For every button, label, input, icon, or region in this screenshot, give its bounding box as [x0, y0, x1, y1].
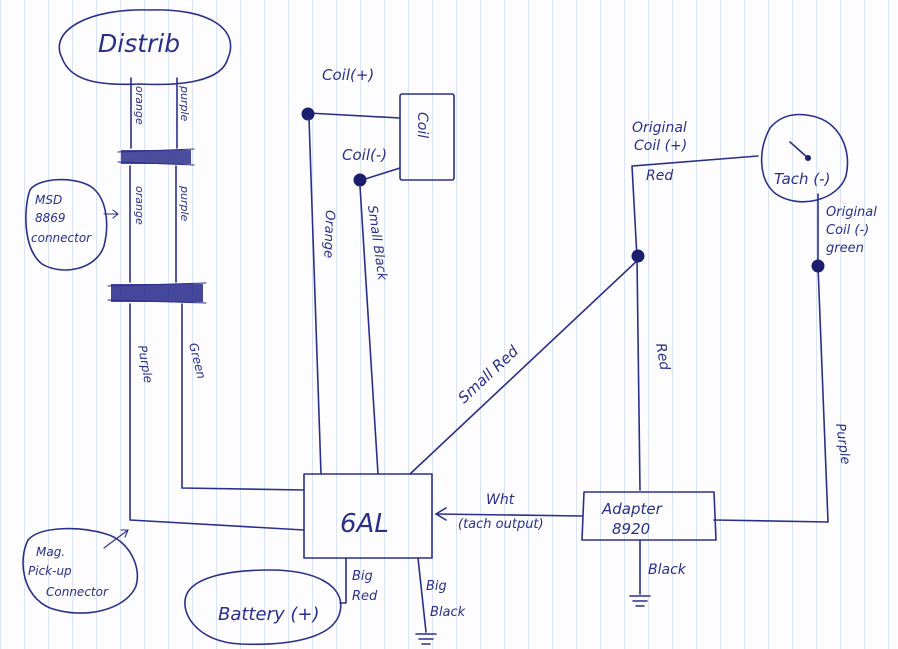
- orange-wire-label-top: orange: [133, 86, 146, 125]
- tach-bubble: [760, 113, 849, 203]
- distrib-label: Distrib: [98, 29, 180, 58]
- msd-connector-bubble: [25, 178, 108, 271]
- wht-label: Wht: [486, 492, 515, 508]
- orange-wire-label-mid: orange: [133, 186, 146, 225]
- big-black-label-1: Big: [426, 579, 447, 594]
- ground-symbol-adapter: [629, 595, 651, 607]
- tach-output-label: (tach output): [458, 517, 544, 532]
- small-red-wire: [409, 257, 641, 475]
- wht-arrowhead: [435, 507, 447, 521]
- coil-neg-terminal: [353, 173, 367, 187]
- connector-band-lower: [107, 282, 207, 304]
- coil-neg-wire: [361, 167, 401, 181]
- adapter-box: [581, 491, 717, 541]
- tach-needle-icon: [789, 141, 809, 159]
- purple-wire-label: Purple: [135, 344, 155, 384]
- coil-pos-terminal: [301, 107, 315, 121]
- orange-wire-coil: [308, 117, 322, 475]
- tach-needle-hub: [805, 155, 811, 161]
- green-junction-dot: [811, 259, 825, 273]
- mag-pickup-pointer-arrow: [103, 529, 129, 549]
- msd-connector-line2: 8869: [35, 211, 66, 225]
- small-red-label: Small Red: [454, 342, 522, 407]
- big-red-label-1: Big: [352, 569, 373, 584]
- red-label-vertical: Red: [652, 342, 673, 372]
- coil-label: Coil: [414, 112, 430, 138]
- big-black-wire: [417, 557, 427, 633]
- big-red-label-2: Red: [352, 589, 378, 604]
- small-black-label: Small Black: [364, 204, 389, 281]
- coil-neg-label: Coil(-): [342, 146, 387, 164]
- purple-right-label: Purple: [832, 422, 853, 465]
- orange-wire-label-coil: Orange: [320, 210, 337, 259]
- red-label-top: Red: [646, 168, 673, 184]
- connector-band-upper: [117, 148, 195, 166]
- mag-pickup-line3: Connector: [46, 585, 109, 599]
- original-coil-neg-wire: [713, 193, 829, 523]
- box-6al: [303, 473, 433, 559]
- original-coil-pos-line1: Original: [632, 120, 687, 136]
- original-coil-neg-line3: green: [826, 241, 864, 256]
- msd-connector-line3: connector: [31, 231, 92, 245]
- ground-symbol-6al: [415, 633, 437, 645]
- battery-label: Battery (+): [218, 604, 319, 625]
- green-wire-to-6al: [181, 303, 305, 491]
- green-wire-label: Green: [186, 341, 208, 380]
- wht-tach-output-wire: [435, 513, 583, 517]
- big-black-label-2: Black: [430, 605, 466, 620]
- coil-box: [399, 93, 455, 181]
- box-6al-label: 6AL: [340, 509, 389, 539]
- original-coil-pos-wire: [631, 155, 759, 491]
- coil-pos-wire: [307, 112, 401, 119]
- battery-bubble: [184, 569, 342, 646]
- mag-pickup-line2: Pick-up: [28, 564, 72, 578]
- coil-pos-label: Coil(+): [322, 66, 374, 84]
- mag-pickup-line1: Mag.: [36, 545, 65, 559]
- original-coil-neg-line2: Coil (-): [826, 223, 869, 238]
- red-junction-dot: [631, 249, 645, 263]
- purple-wire-to-6al: [129, 303, 305, 531]
- msd-connector-line1: MSD: [35, 193, 62, 207]
- adapter-black-label: Black: [648, 562, 687, 578]
- tach-label: Tach (-): [774, 170, 830, 188]
- msd-pointer-arrow: [103, 209, 119, 219]
- big-red-wire: [339, 557, 347, 604]
- original-coil-neg-line1: Original: [826, 205, 877, 220]
- distrib-bubble: [58, 9, 232, 86]
- adapter-line1: Adapter: [601, 500, 663, 518]
- mag-pickup-bubble: [22, 527, 139, 614]
- purple-wire-label-top: purple: [178, 85, 191, 122]
- purple-wire-label-mid: purple: [178, 185, 191, 222]
- small-black-wire: [359, 185, 379, 475]
- original-coil-pos-line2: Coil (+): [634, 138, 687, 154]
- adapter-line2: 8920: [612, 520, 650, 538]
